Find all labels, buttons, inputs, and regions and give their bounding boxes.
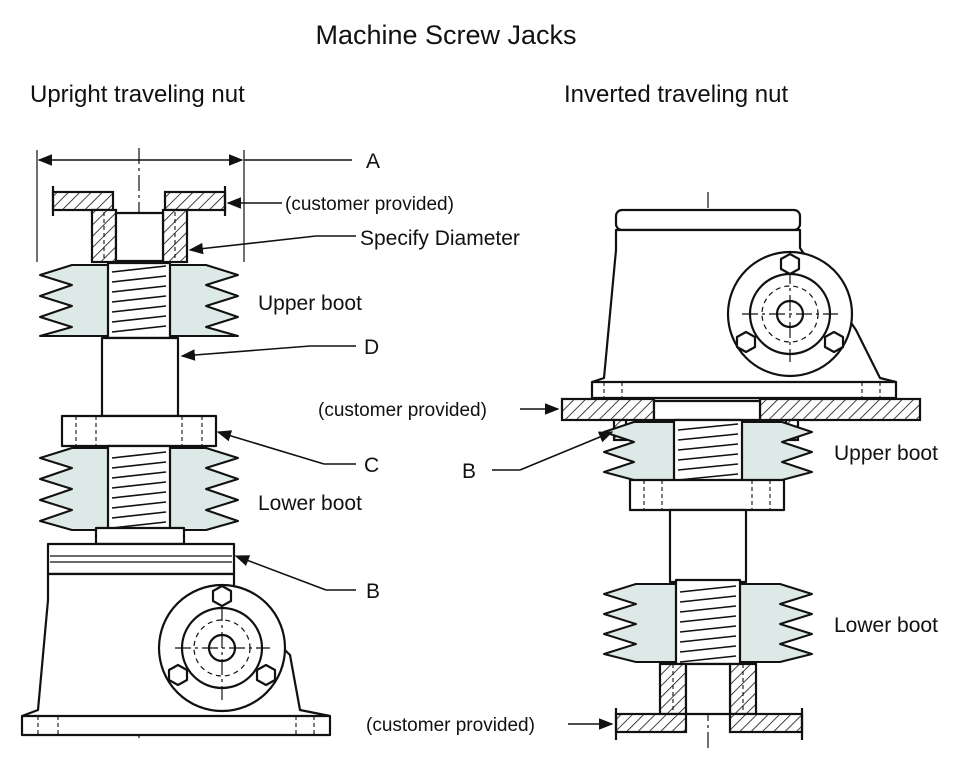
upright-jack bbox=[20, 148, 356, 740]
upper-screw-threads bbox=[111, 265, 167, 333]
right-upper-screw-threads bbox=[677, 423, 739, 481]
right-heading: Inverted traveling nut bbox=[564, 81, 788, 108]
label-customer-provided-right-bottom: (customer provided) bbox=[366, 715, 535, 736]
label-b-right: B bbox=[462, 460, 476, 483]
label-d: D bbox=[364, 336, 379, 359]
label-customer-provided-left: (customer provided) bbox=[285, 194, 454, 215]
diagram-title: Machine Screw Jacks bbox=[315, 20, 576, 50]
label-lower-boot-right: Lower boot bbox=[834, 614, 938, 637]
left-heading: Upright traveling nut bbox=[30, 81, 245, 108]
label-upper-boot-left: Upper boot bbox=[258, 292, 362, 315]
label-c: C bbox=[364, 454, 379, 477]
right-lower-screw-threads bbox=[679, 585, 737, 663]
label-lower-boot-left: Lower boot bbox=[258, 492, 362, 515]
label-specify-diameter: Specify Diameter bbox=[360, 227, 520, 250]
label-upper-boot-right: Upper boot bbox=[834, 442, 938, 465]
label-b-left: B bbox=[366, 580, 380, 603]
label-customer-provided-right-top: (customer provided) bbox=[318, 400, 487, 421]
lower-screw-threads bbox=[111, 451, 167, 529]
label-a: A bbox=[366, 150, 380, 173]
inverted-jack bbox=[492, 192, 922, 752]
